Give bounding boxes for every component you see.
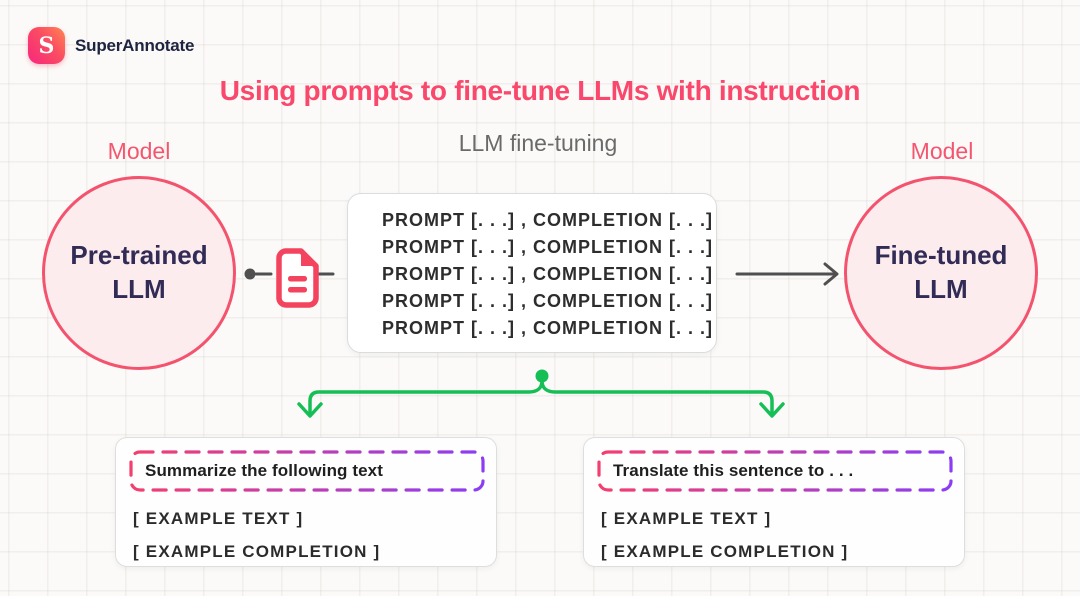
branch-down-arrows-icon — [297, 369, 785, 418]
dashed-gradient-border-icon — [129, 450, 485, 492]
translate-prompt-chip: Translate this sentence to . . . — [597, 450, 953, 492]
prompt-row: PROMPT [. . .] , COMPLETION [. . .] — [382, 237, 713, 257]
example-text-line: [ EXAMPLE TEXT ] — [133, 509, 304, 528]
right-model-label: Model — [910, 138, 974, 164]
brand-name: SuperAnnotate — [75, 35, 195, 55]
left-model-label: Model — [107, 138, 171, 164]
pretrained-llm-line2: LLM — [112, 274, 166, 304]
prompt-row: PROMPT [. . .] , COMPLETION [. . .] — [382, 264, 713, 284]
example-text-line: [ EXAMPLE TEXT ] — [601, 509, 772, 528]
example-completion-line: [ EXAMPLE COMPLETION ] — [601, 542, 849, 561]
pretrained-llm-line1: Pre-trained — [70, 240, 208, 271]
document-icon — [276, 248, 319, 308]
arrow-right-icon — [735, 262, 839, 286]
finetuned-llm-circle: Fine-tuned LLM — [844, 176, 1038, 370]
example-completion-line: [ EXAMPLE COMPLETION ] — [133, 542, 381, 561]
pretrained-llm-circle: Pre-trained LLM — [42, 176, 236, 370]
translate-example-card: Translate this sentence to . . . [ EXAMP… — [583, 437, 965, 567]
prompt-completion-box: PROMPT [. . .] , COMPLETION [. . .] PROM… — [347, 193, 717, 353]
dashed-gradient-border-icon — [597, 450, 953, 492]
translate-prompt-text: Translate this sentence to . . . — [613, 461, 854, 480]
logo-letter: S — [38, 32, 55, 59]
left-connector — [244, 268, 335, 280]
llm-fine-tuning-label: LLM fine-tuning — [458, 130, 618, 156]
summarize-prompt-chip: Summarize the following text — [129, 450, 485, 492]
summarize-prompt-text: Summarize the following text — [145, 461, 383, 480]
finetuned-llm-line2: LLM — [914, 274, 968, 304]
brand-header: S SuperAnnotate — [28, 27, 194, 64]
page-title: Using prompts to fine-tune LLMs with ins… — [219, 75, 861, 106]
summarize-example-card: Summarize the following text [ EXAMPLE T… — [115, 437, 497, 567]
finetuned-llm-line1: Fine-tuned — [874, 240, 1008, 271]
superannotate-logo-icon: S — [28, 27, 65, 64]
prompt-row: PROMPT [. . .] , COMPLETION [. . .] — [382, 291, 713, 311]
prompt-row: PROMPT [. . .] , COMPLETION [. . .] — [382, 318, 713, 338]
prompt-row: PROMPT [. . .] , COMPLETION [. . .] — [382, 210, 713, 230]
